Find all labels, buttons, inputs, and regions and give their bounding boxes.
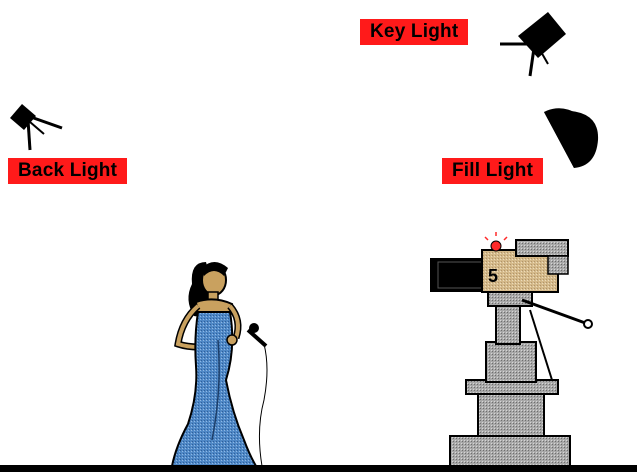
key-light-label: Key Light [360, 19, 469, 45]
back-light-label: Back Light [8, 158, 128, 184]
studio-floor [0, 465, 637, 472]
tv-camera-icon: 5 [430, 232, 593, 467]
performer-singer-with-microphone-icon [170, 262, 268, 467]
key-light-spotlight-icon [500, 12, 566, 77]
camera-number-badge: 5 [488, 266, 498, 286]
fill-light-floodlight-icon [544, 108, 599, 168]
tally-light [490, 240, 502, 252]
fill-light-label: Fill Light [442, 158, 544, 184]
back-light-spotlight-icon [10, 104, 63, 151]
